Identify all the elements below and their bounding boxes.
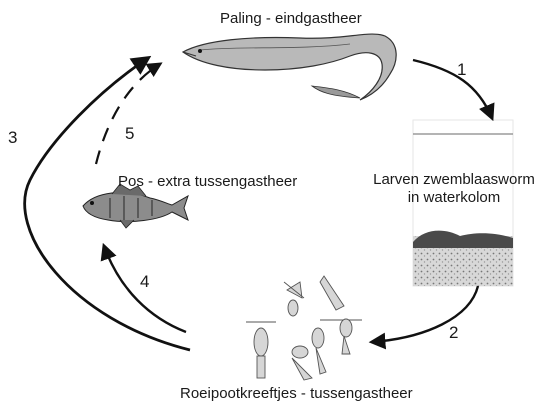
larvae-label-line-1: Larven zwemblaasworm: [373, 171, 535, 188]
perch-illustration: [82, 183, 189, 229]
arrow-step-1: [412, 58, 495, 122]
arrow-step-2: [368, 285, 480, 350]
larvae-label-line-2: in waterkolom: [407, 189, 501, 206]
water-column-panel: [412, 119, 514, 287]
perch-label: Pos - extra tussengastheer: [118, 173, 298, 190]
arrow-step-5: [94, 62, 163, 165]
eel-label: Paling - eindgastheer: [220, 10, 362, 27]
larvae-label: Larven zwemblaasworm in waterkolom: [368, 171, 540, 207]
eel-illustration: [181, 33, 397, 101]
step-number-4: 4: [140, 272, 150, 291]
step-number-1: 1: [457, 60, 467, 79]
step-number-2: 2: [449, 323, 459, 342]
copepods-label: Roeipootkreeftjes - tussengastheer: [180, 385, 413, 402]
step-number-5: 5: [125, 124, 135, 143]
arrow-step-3: [23, 55, 191, 352]
step-number-3: 3: [8, 128, 18, 147]
arrow-step-4: [100, 242, 187, 334]
copepods-illustration: [246, 275, 362, 381]
